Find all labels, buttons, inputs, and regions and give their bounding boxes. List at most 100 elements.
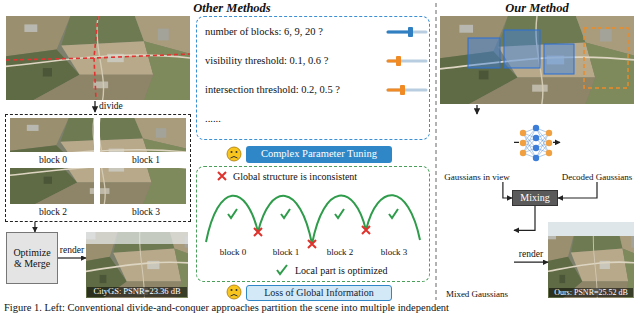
check-mark	[389, 209, 398, 218]
metric-label: Ours: PSNR=25.52 dB	[549, 288, 633, 297]
process-box: Optimize & Merge	[6, 232, 58, 284]
flow-arrow	[503, 182, 512, 198]
edge-label: render	[518, 249, 544, 260]
check-mark	[281, 209, 290, 218]
panel-text: Global structure is inconsistent	[233, 171, 357, 183]
problem-banner: Loss of Global Information	[246, 285, 392, 301]
block-images	[14, 132, 186, 204]
neural-net-icon	[520, 140, 526, 146]
decoded-gaussian-image	[542, 98, 640, 190]
check-mark	[335, 209, 344, 218]
render-image-citygs	[72, 224, 208, 307]
render-image-ours	[537, 224, 640, 307]
sad-emoji	[231, 151, 233, 153]
panel-title: Our Method	[505, 1, 569, 15]
parameter-sliders	[408, 27, 413, 37]
aerial-image-left	[6, 16, 190, 100]
aerial-image-left	[6, 16, 190, 100]
aerial-image-left	[6, 16, 190, 100]
sad-emoji	[227, 285, 241, 299]
optimization-curve	[206, 195, 420, 244]
flow-arrow	[58, 257, 86, 258]
image-caption: Gaussians in view	[444, 172, 510, 182]
mixed-gaussian-image	[430, 207, 524, 297]
image-caption: Mixed Gaussians	[446, 289, 508, 299]
decoded-gaussian-image	[542, 98, 640, 190]
panel-text: block 3	[132, 207, 160, 218]
check-mark	[228, 209, 398, 274]
cross-mark	[362, 226, 370, 234]
flow-arrow	[558, 182, 597, 198]
cross-mark	[218, 172, 226, 180]
cross-mark	[218, 172, 370, 248]
box-label: Mixing	[520, 192, 549, 204]
panel-text: intersection threshold: 0.2, 0.5 ?	[205, 84, 340, 96]
aerial-image-right	[544, 44, 574, 74]
gaussian-view: Decoded Gaussians	[560, 116, 634, 182]
panel-text: block 3	[381, 247, 408, 257]
aerial-image-right	[504, 30, 540, 68]
neural-net-icon	[519, 124, 553, 162]
parameter-sliders	[388, 60, 426, 63]
metric-label: CityGS: PSNR=23.36 dB	[87, 287, 187, 297]
neural-net-icon	[519, 124, 553, 162]
neural-net-icon	[523, 128, 549, 158]
box-label: Complex Parameter Tuning	[261, 148, 377, 160]
neural-net-icon	[546, 140, 552, 146]
parameter-sliders	[396, 56, 401, 66]
render-result: CityGS: PSNR=23.36 dB	[86, 232, 188, 298]
flow-arrow	[514, 206, 535, 230]
cross-mark	[254, 228, 262, 236]
separator-line	[436, 3, 437, 300]
aerial-image-left	[6, 16, 190, 100]
neural-net-icon	[533, 125, 539, 131]
panel-text: ......	[205, 113, 221, 125]
view-arrow	[476, 105, 477, 114]
neural-net-icon	[546, 130, 552, 136]
parameter-sliders	[388, 27, 426, 95]
block-images	[10, 118, 186, 204]
edge-label: render	[59, 245, 85, 256]
sad-emoji	[236, 151, 238, 153]
sad-emoji	[227, 147, 241, 161]
neural-net-icon	[533, 145, 539, 151]
separator-line	[436, 3, 437, 300]
flow-arrow	[514, 262, 548, 263]
parameter-panel: number of blocks: 6, 9, 20 ?visibility t…	[196, 16, 430, 140]
block-group: block 0block 1block 2block 3	[5, 114, 191, 222]
flow-arrow	[34, 222, 35, 232]
parameter-sliders	[388, 89, 426, 92]
neural-net-icon	[533, 155, 539, 161]
render-image-citygs	[72, 224, 208, 307]
neural-net-icon	[546, 150, 552, 156]
problem-banner: Complex Parameter Tuning	[246, 146, 392, 163]
panel-text: block 1	[273, 247, 300, 257]
aerial-image-right	[440, 16, 634, 104]
sad-emoji	[227, 147, 241, 161]
gaussian-view-image	[422, 98, 532, 190]
render-image-ours	[537, 224, 640, 307]
divide-arrow	[95, 101, 96, 112]
image-caption: Decoded Gaussians	[562, 172, 633, 182]
gaussian-view-image	[422, 98, 532, 190]
panel-text: number of blocks: 6, 9, 20 ?	[205, 26, 323, 38]
aerial-image-right	[468, 38, 500, 68]
parameter-sliders	[388, 89, 402, 92]
figure-caption: Figure 1. Left: Conventional divide-and-…	[4, 302, 449, 314]
divide-arrow	[94, 101, 95, 112]
check-mark	[228, 209, 237, 218]
process-box: Mixing	[512, 190, 558, 206]
panel-text: Local part is optimized	[295, 265, 387, 277]
render-result: Ours: PSNR=25.52 dB	[548, 222, 634, 298]
panel-text: block 1	[132, 155, 160, 166]
sad-emoji	[231, 295, 238, 297]
cross-mark	[308, 240, 316, 248]
parameter-sliders	[388, 31, 410, 34]
neural-net-icon	[533, 135, 539, 141]
render-image-citygs	[86, 232, 188, 244]
check-mark	[277, 265, 287, 274]
gaussian-view: Mixed Gaussians	[440, 216, 514, 300]
aerial-image-right	[440, 16, 634, 104]
sad-emoji	[227, 285, 241, 299]
